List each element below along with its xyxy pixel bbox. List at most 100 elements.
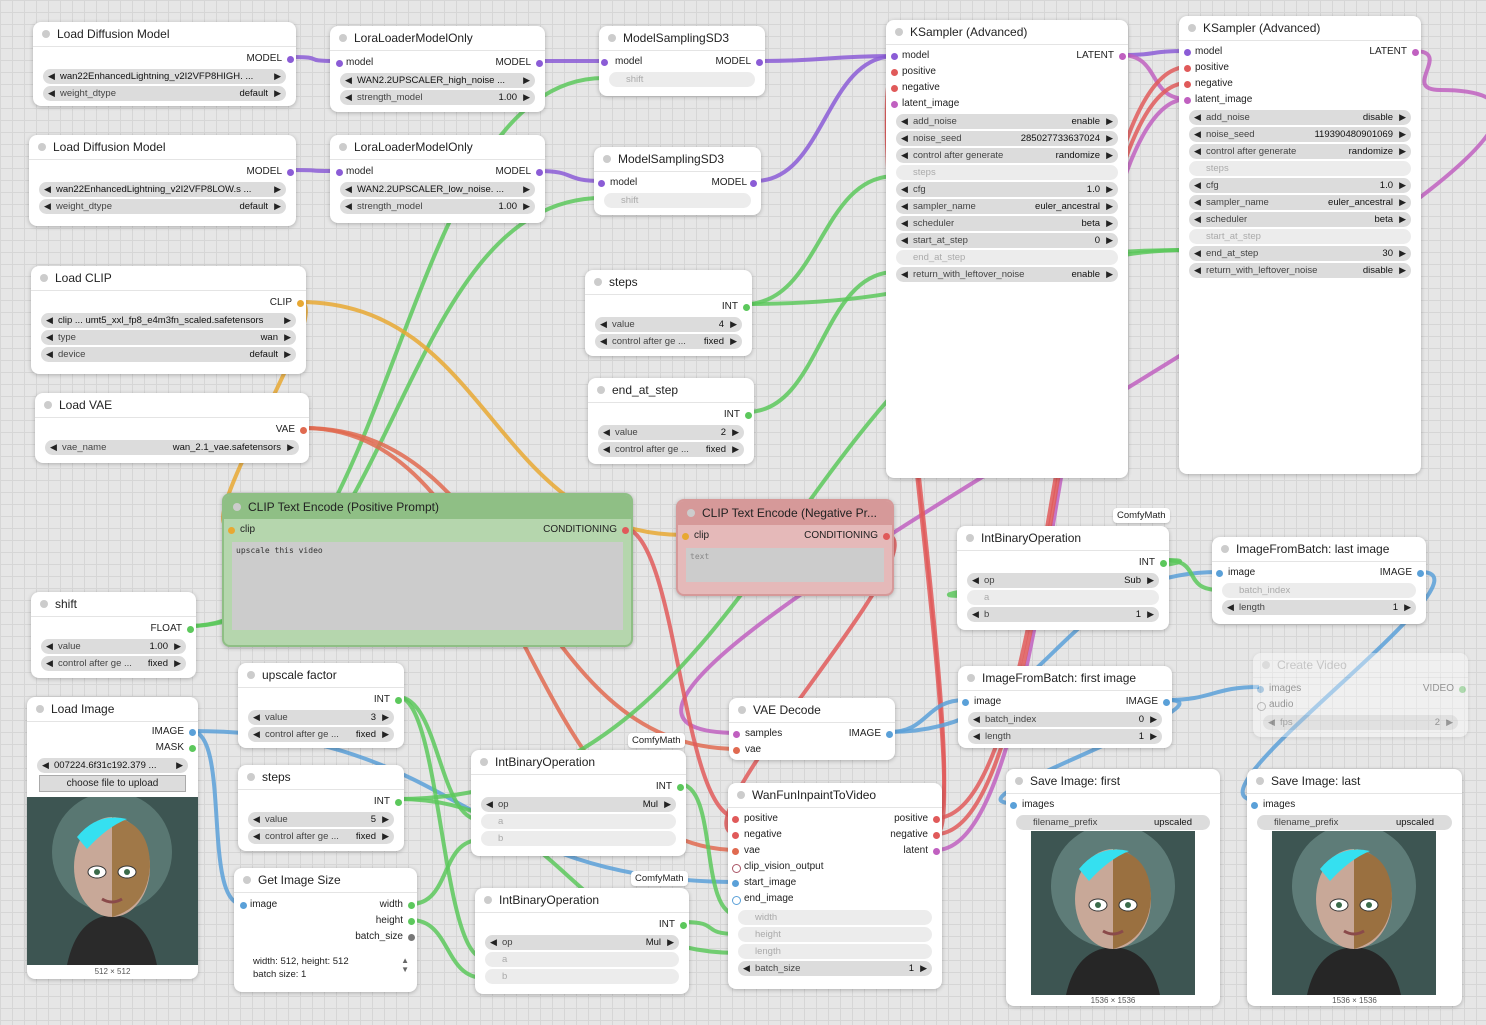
input-positive-port[interactable]	[891, 69, 898, 76]
height-widget-linked[interactable]: height	[738, 927, 932, 942]
image-file-combo[interactable]: ◀007224.6f31c192.379 ...▶	[37, 758, 188, 773]
output-float-port[interactable]	[187, 626, 194, 633]
a-widget-linked[interactable]: a	[967, 590, 1159, 605]
scroll-arrows-icon[interactable]: ▲▼	[401, 956, 409, 974]
input-image-port[interactable]	[962, 699, 969, 706]
length-widget-linked[interactable]: length	[738, 944, 932, 959]
output-image-port[interactable]	[1163, 699, 1170, 706]
shift-widget-linked[interactable]: shift	[609, 72, 755, 87]
b-widget-linked[interactable]: b	[481, 831, 676, 846]
output-model-port[interactable]	[750, 180, 757, 187]
steps-widget-linked[interactable]: steps	[1189, 161, 1411, 176]
input-image-port[interactable]	[1216, 570, 1223, 577]
prompt-text-area[interactable]: upscale this video	[232, 542, 623, 630]
output-latent-port[interactable]	[1412, 49, 1419, 56]
lora-name-combo[interactable]: ◀WAN2.2UPSCALER_low_noise. ...▶	[340, 182, 535, 197]
batch-index-widget-linked[interactable]: batch_index	[1222, 583, 1416, 598]
output-conditioning-port[interactable]	[883, 533, 890, 540]
output-model-port[interactable]	[287, 56, 294, 63]
control-after-generate-combo[interactable]: ◀control after ge ...fixed▶	[598, 442, 744, 457]
b-widget-linked[interactable]: b	[485, 969, 679, 984]
output-vae-port[interactable]	[300, 427, 307, 434]
input-clip-port[interactable]	[682, 533, 689, 540]
width-widget-linked[interactable]: width	[738, 910, 932, 925]
input-end-image-port[interactable]	[732, 896, 741, 905]
input-vae-port[interactable]	[733, 747, 740, 754]
output-batch-size-port[interactable]	[408, 934, 415, 941]
output-int-port[interactable]	[680, 922, 687, 929]
node-load-clip[interactable]: Load CLIP CLIP ◀clip ... umt5_xxl_fp8_e4…	[31, 266, 306, 374]
node-save-image-first[interactable]: Save Image: first images filename_prefix…	[1006, 769, 1220, 1006]
prompt-text-area[interactable]: text	[686, 548, 884, 582]
output-mask-port[interactable]	[189, 745, 196, 752]
input-latent-image-port[interactable]	[891, 101, 898, 108]
input-model-port[interactable]	[1184, 49, 1191, 56]
start-at-step-widget-linked[interactable]: start_at_step	[1189, 229, 1411, 244]
input-images-port[interactable]	[1010, 802, 1017, 809]
input-samples-port[interactable]	[733, 731, 740, 738]
upload-button[interactable]: choose file to upload	[39, 775, 186, 792]
output-image-port[interactable]	[886, 731, 893, 738]
input-clip-vision-output-port[interactable]	[732, 864, 741, 873]
input-positive-port[interactable]	[1184, 65, 1191, 72]
a-widget-linked[interactable]: a	[481, 814, 676, 829]
end-at-step-widget-linked[interactable]: end_at_step	[896, 250, 1118, 265]
output-conditioning-port[interactable]	[622, 527, 629, 534]
output-height-port[interactable]	[408, 918, 415, 925]
input-negative-port[interactable]	[1184, 81, 1191, 88]
input-model-port[interactable]	[601, 59, 608, 66]
output-int-port[interactable]	[743, 304, 750, 311]
output-model-port[interactable]	[756, 59, 763, 66]
lora-name-combo[interactable]: ◀WAN2.2UPSCALER_high_noise ...▶	[340, 73, 535, 88]
output-latent-port[interactable]	[933, 848, 940, 855]
output-int-port[interactable]	[745, 412, 752, 419]
node-load-image[interactable]: Load Image IMAGE MASK ◀007224.6f31c192.3…	[27, 697, 198, 979]
control-after-generate-combo[interactable]: ◀control after ge ...fixed▶	[41, 656, 186, 671]
output-image-port[interactable]	[1417, 570, 1424, 577]
input-clip-port[interactable]	[228, 527, 235, 534]
clip-name-combo[interactable]: ◀clip ... umt5_xxl_fp8_e4m3fn_scaled.saf…	[41, 313, 296, 328]
unet-name-combo[interactable]: ◀wan22EnhancedLightning_v2I2VFP8HIGH. ..…	[43, 69, 286, 84]
output-int-port[interactable]	[677, 784, 684, 791]
